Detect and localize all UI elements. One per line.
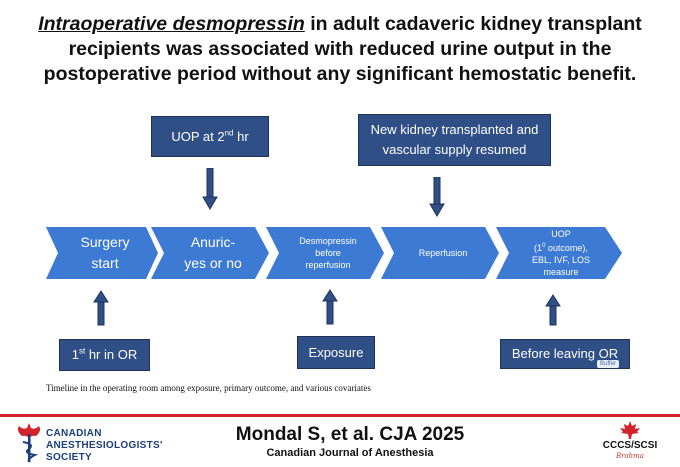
box-before-leaving-label: Before leaving OR — [511, 346, 619, 361]
box-uop-2nd-hr-suffix: hr — [233, 128, 249, 144]
timeline-label-uop: UOP (10 outcome), EBL, IVF, LOS measure — [513, 227, 609, 279]
timeline-label-surgery-line1: Surgery — [80, 234, 130, 250]
chevron-desmopressin — [266, 227, 384, 279]
box-new-kidney: New kidney transplanted and vascular sup… — [358, 114, 551, 166]
box-uop-2nd-hr: UOP at 2nd hr — [151, 116, 269, 157]
up-arrow-icon — [322, 289, 338, 325]
box-new-kidney-line2: vascular supply resumed — [382, 142, 527, 157]
cccs-logo: CCCS/SCSI Brahma — [590, 420, 670, 460]
buffer-badge[interactable]: Buffer — [597, 360, 619, 368]
timeline-label-uop-line2-prefix: (1 — [534, 243, 543, 253]
box-1st-hr-in-or: 1st hr in OR — [59, 339, 150, 371]
timeline-label-uop-line4: measure — [543, 267, 579, 277]
timeline-label-anuric: Anuric- yes or no — [168, 229, 258, 277]
box-uop-2nd-hr-sup: nd — [224, 128, 234, 138]
headline-rest: in adult cadaveric kidney transplant rec… — [43, 13, 642, 85]
timeline-label-uop-line3: EBL, IVF, LOS — [531, 255, 591, 265]
box-1st-hr-prefix: 1 — [71, 347, 79, 362]
timeline-label-anuric-line1: Anuric- — [190, 234, 236, 250]
up-arrow-icon — [545, 294, 561, 326]
society-name-line3: SOCIETY — [46, 452, 92, 463]
timeline-label-desmopressin: Desmopressin before reperfusion — [283, 229, 373, 277]
society-name-line1: CANADIAN — [46, 428, 102, 439]
box-uop-2nd-hr-prefix: UOP at 2 — [171, 128, 225, 144]
figure-caption: Timeline in the operating room among exp… — [46, 383, 371, 393]
box-exposure: Exposure — [297, 336, 375, 369]
timeline-label-reperfusion: Reperfusion — [398, 229, 488, 277]
headline: Intraoperative desmopressin in adult cad… — [10, 12, 670, 87]
box-exposure-label: Exposure — [308, 344, 364, 360]
timeline-label-uop-line2: (10 outcome), — [534, 240, 588, 254]
timeline-label-uop-line1: UOP — [551, 229, 571, 239]
chevron-anuric — [151, 227, 269, 279]
citation: Mondal S, et al. CJA 2025 — [235, 424, 465, 445]
box-new-kidney-line1: New kidney transplanted and — [370, 122, 539, 137]
timeline-label-surgery-line2: start — [91, 255, 119, 271]
timeline-label-surgery-start: Surgery start — [62, 229, 148, 277]
box-1st-hr-sup: st — [78, 346, 86, 356]
timeline-label-reperfusion-line1: Reperfusion — [418, 248, 468, 258]
journal-name: Canadian Journal of Anesthesia — [266, 447, 434, 459]
chevron-uop-outcome — [496, 227, 622, 279]
cccs-signature: Brahma — [616, 452, 644, 460]
society-name-line2: ANESTHESIOLOGISTS' — [46, 440, 163, 451]
cccs-name: CCCS/SCSI — [602, 440, 658, 451]
up-arrow-icon — [93, 290, 109, 326]
chevron-surgery-start — [46, 227, 158, 279]
maple-leaf-icon — [620, 421, 640, 439]
headline-emphasis: Intraoperative desmopressin — [38, 13, 305, 35]
chevron-reperfusion — [381, 227, 499, 279]
timeline-label-anuric-line2: yes or no — [184, 255, 242, 271]
cas-logo-icon — [18, 423, 40, 463]
citation-block: Mondal S, et al. CJA 2025 Canadian Journ… — [200, 424, 500, 461]
box-1st-hr-suffix: hr in OR — [85, 347, 138, 362]
society-name: CANADIAN ANESTHESIOLOGISTS' SOCIETY — [46, 428, 163, 464]
down-arrow-icon — [202, 168, 218, 210]
timeline-label-desmopressin-line3: reperfusion — [305, 260, 351, 270]
footer-divider — [0, 414, 680, 417]
timeline-label-desmopressin-line2: before — [315, 248, 341, 258]
timeline-label-uop-line2-suffix: outcome), — [545, 243, 588, 253]
timeline-label-desmopressin-line1: Desmopressin — [299, 236, 357, 246]
timeline-label-uop-line2-sup: 0 — [542, 243, 546, 249]
down-arrow-icon — [429, 177, 445, 217]
